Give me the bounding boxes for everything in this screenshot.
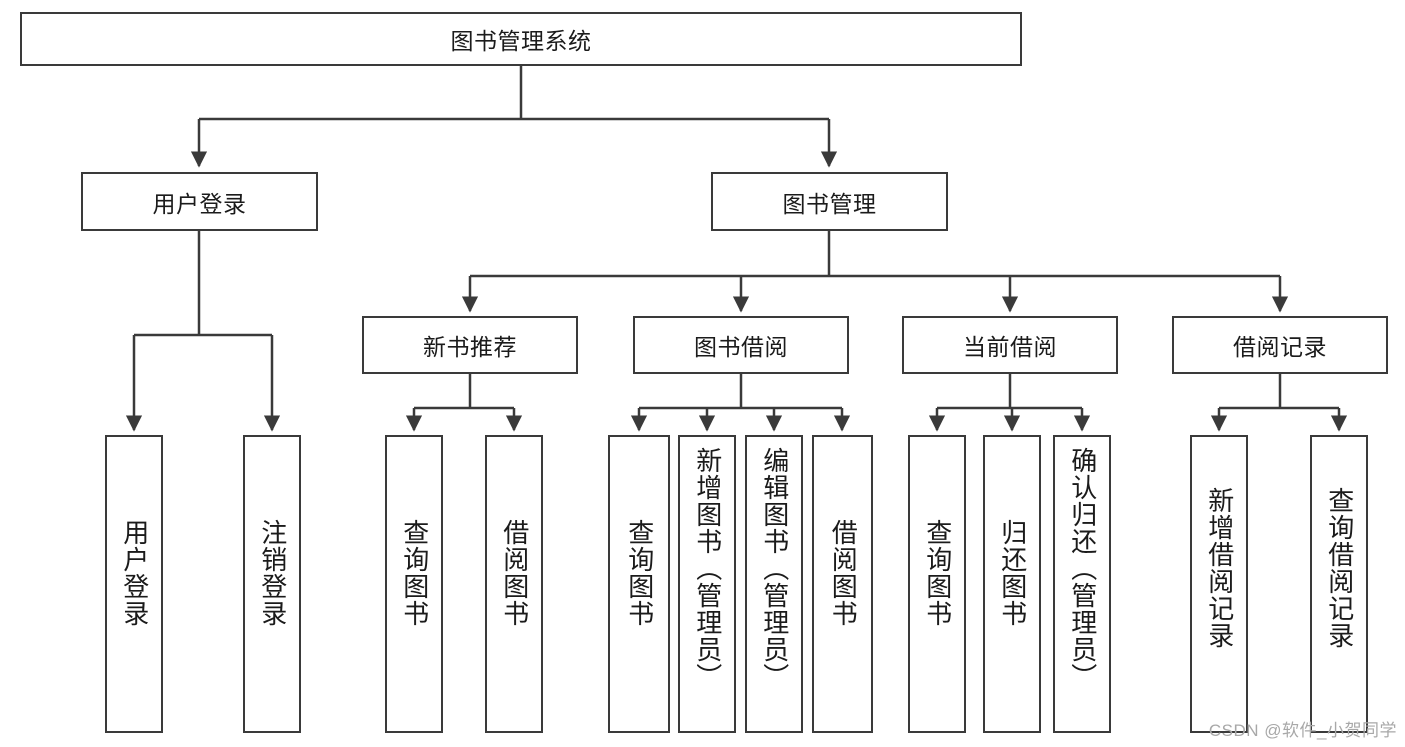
leaf-add-book-admin[interactable]: 新增图书（管理员）: [678, 435, 736, 733]
node-root-label: 图书管理系统: [450, 28, 592, 54]
leaf-query-book-current-label: 查询图书: [922, 519, 953, 627]
node-user-login[interactable]: 用户登录: [81, 172, 318, 231]
node-new-book-recommend-label: 新书推荐: [423, 334, 517, 360]
leaf-add-borrow-record-label: 新增借阅记录: [1204, 487, 1235, 649]
node-current-borrow[interactable]: 当前借阅: [902, 316, 1118, 374]
node-root[interactable]: 图书管理系统: [20, 12, 1022, 66]
node-book-management-label: 图书管理: [782, 190, 877, 217]
watermark: CSDN @软件_小贺同学: [1208, 721, 1397, 740]
leaf-edit-book-admin[interactable]: 编辑图书（管理员）: [745, 435, 803, 733]
node-user-login-label: 用户登录: [152, 190, 247, 217]
node-borrow-record[interactable]: 借阅记录: [1172, 316, 1388, 374]
leaf-borrow-book[interactable]: 借阅图书: [812, 435, 873, 733]
leaf-query-book-borrow-label: 查询图书: [624, 519, 655, 627]
node-new-book-recommend[interactable]: 新书推荐: [362, 316, 578, 374]
leaf-add-borrow-record[interactable]: 新增借阅记录: [1190, 435, 1248, 733]
leaf-return-book-label: 归还图书: [997, 519, 1028, 627]
leaf-add-book-admin-label: 新增图书（管理员）: [692, 447, 723, 690]
leaf-edit-book-admin-label: 编辑图书（管理员）: [759, 447, 790, 690]
leaf-user-login-label: 用户登录: [119, 519, 150, 627]
leaf-return-book[interactable]: 归还图书: [983, 435, 1041, 733]
leaf-query-book-current[interactable]: 查询图书: [908, 435, 966, 733]
node-borrow-record-label: 借阅记录: [1233, 334, 1327, 360]
leaf-query-book-recommend-label: 查询图书: [399, 519, 430, 627]
node-book-borrow[interactable]: 图书借阅: [633, 316, 849, 374]
leaf-query-borrow-record[interactable]: 查询借阅记录: [1310, 435, 1368, 733]
leaf-borrow-book-label: 借阅图书: [828, 519, 859, 627]
leaf-borrow-book-recommend-label: 借阅图书: [499, 519, 530, 627]
leaf-logout[interactable]: 注销登录: [243, 435, 301, 733]
leaf-confirm-return-admin-label: 确认归还（管理员）: [1067, 447, 1098, 690]
node-current-borrow-label: 当前借阅: [963, 334, 1057, 360]
leaf-borrow-book-recommend[interactable]: 借阅图书: [485, 435, 543, 733]
leaf-query-book-borrow[interactable]: 查询图书: [608, 435, 670, 733]
leaf-query-borrow-record-label: 查询借阅记录: [1324, 487, 1355, 649]
leaf-confirm-return-admin[interactable]: 确认归还（管理员）: [1053, 435, 1111, 733]
leaf-logout-label: 注销登录: [257, 519, 288, 627]
leaf-query-book-recommend[interactable]: 查询图书: [385, 435, 443, 733]
node-book-management[interactable]: 图书管理: [711, 172, 948, 231]
leaf-user-login[interactable]: 用户登录: [105, 435, 163, 733]
node-book-borrow-label: 图书借阅: [694, 334, 788, 360]
